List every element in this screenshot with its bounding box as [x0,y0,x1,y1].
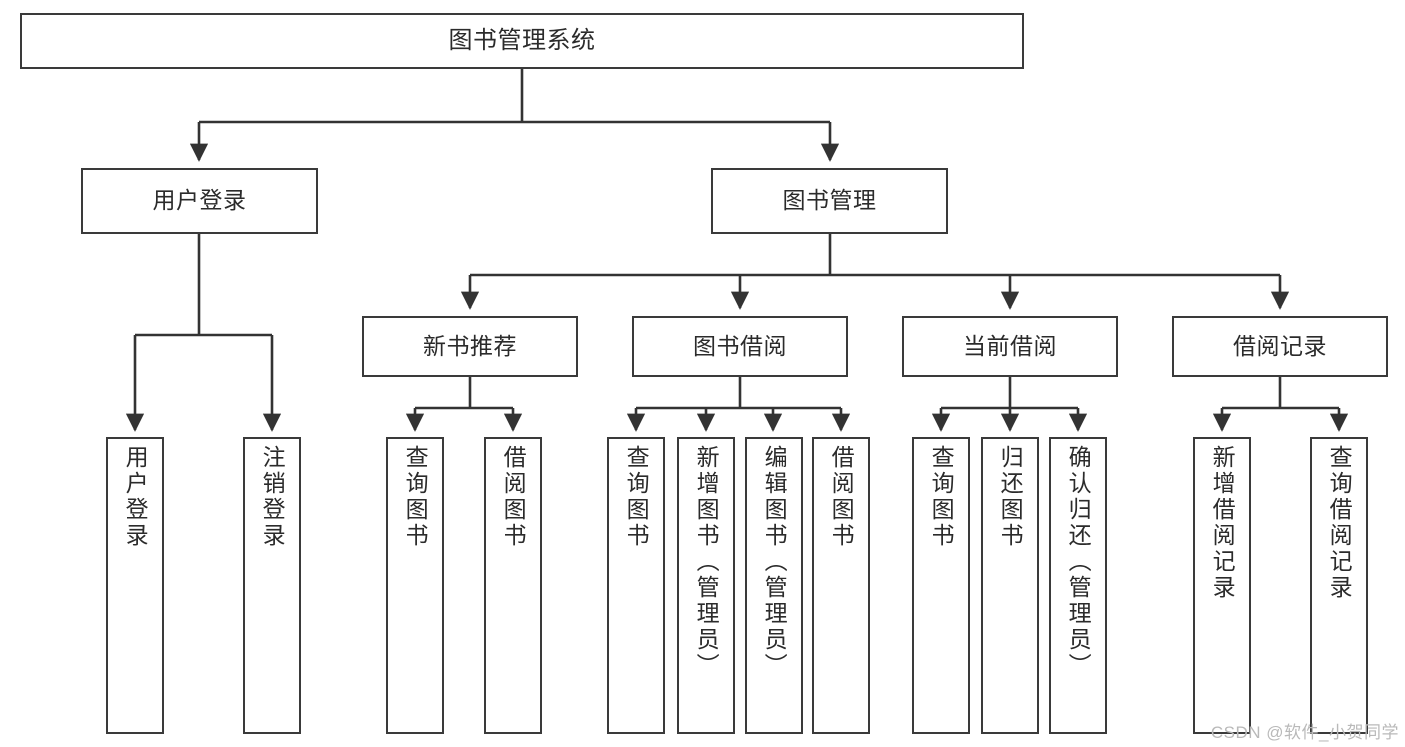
node-label: 当前借阅 [963,332,1057,359]
leaf-query-book-current[interactable]: 查询图书 [912,437,970,734]
leaf-user-login[interactable]: 用户登录 [106,437,164,734]
leaf-edit-book[interactable]: 编辑图书（管理员） [745,437,803,734]
leaf-query-book-borrow[interactable]: 查询图书 [607,437,665,734]
leaf-borrow-book[interactable]: 借阅图书 [812,437,870,734]
leaf-confirm-return[interactable]: 确认归还（管理员） [1049,437,1107,734]
node-book-borrow[interactable]: 图书借阅 [632,316,848,377]
leaf-query-book-recommend[interactable]: 查询图书 [386,437,444,734]
leaf-query-borrow-record[interactable]: 查询借阅记录 [1310,437,1368,734]
node-label: 用户登录 [122,445,149,549]
node-label: 查询借阅记录 [1326,445,1353,601]
node-label: 新增图书（管理员） [693,445,720,679]
node-label: 确认归还（管理员） [1065,445,1092,679]
node-label: 借阅记录 [1233,332,1327,359]
node-label: 图书管理系统 [448,26,596,54]
node-label: 用户登录 [152,187,247,214]
leaf-add-borrow-record[interactable]: 新增借阅记录 [1193,437,1251,734]
node-label: 查询图书 [623,445,650,549]
node-borrow-record[interactable]: 借阅记录 [1172,316,1388,377]
leaf-borrow-book-recommend[interactable]: 借阅图书 [484,437,542,734]
node-user-login[interactable]: 用户登录 [81,168,318,234]
node-label: 归还图书 [997,445,1024,549]
node-label: 借阅图书 [500,445,527,549]
node-label: 图书管理 [782,187,877,214]
node-label: 查询图书 [928,445,955,549]
node-label: 查询图书 [402,445,429,549]
leaf-logout-login[interactable]: 注销登录 [243,437,301,734]
node-label: 图书借阅 [693,332,787,359]
node-current-borrow[interactable]: 当前借阅 [902,316,1118,377]
node-label: 注销登录 [259,445,286,549]
node-label: 借阅图书 [828,445,855,549]
node-root-system[interactable]: 图书管理系统 [20,13,1024,69]
node-label: 新增借阅记录 [1209,445,1236,601]
node-label: 新书推荐 [423,332,517,359]
node-book-management[interactable]: 图书管理 [711,168,948,234]
leaf-add-book[interactable]: 新增图书（管理员） [677,437,735,734]
node-new-book-recommend[interactable]: 新书推荐 [362,316,578,377]
leaf-return-book[interactable]: 归还图书 [981,437,1039,734]
node-label: 编辑图书（管理员） [761,445,788,679]
csdn-watermark: CSDN @软件_小贺同学 [1210,723,1399,742]
